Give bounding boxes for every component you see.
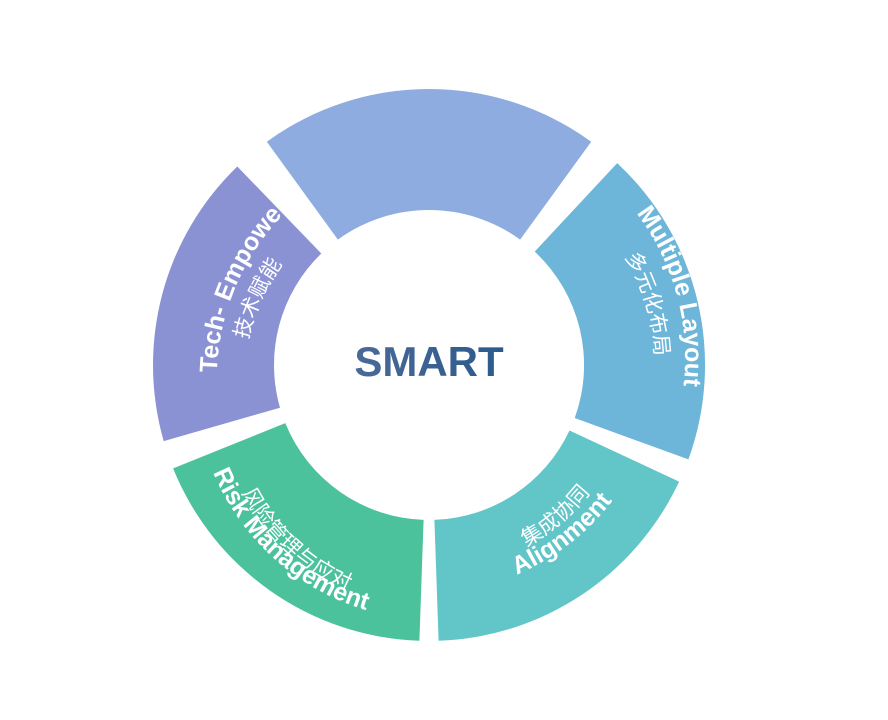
ring-segment-alignment [434,430,680,641]
ring-segment-tech-empower [153,166,322,442]
center-title: SMART [354,338,504,385]
ring-segment-top [266,89,592,240]
ring-segments [153,89,706,641]
ring-segment-multiple-layout [534,163,706,460]
ring-segment-risk-management [173,423,424,641]
